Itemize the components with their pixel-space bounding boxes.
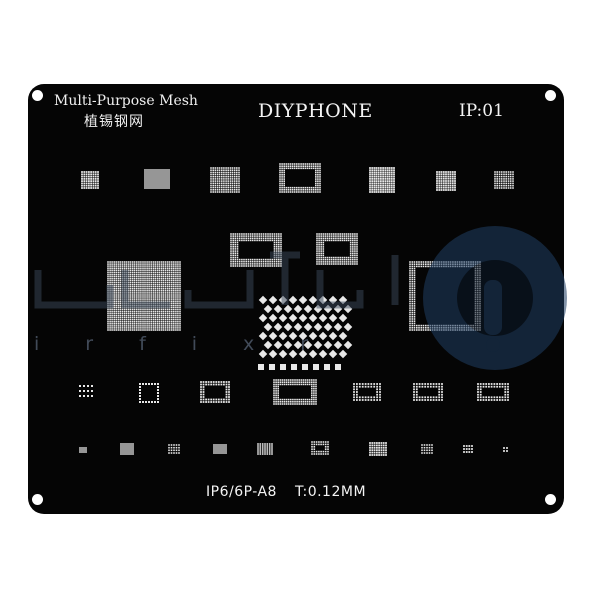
model-label: IP6/6P-A8	[206, 484, 277, 500]
chip-footprint-11	[258, 295, 353, 370]
chip-footprint-12	[79, 385, 93, 397]
chip-footprint-24	[311, 441, 329, 455]
chip-footprint-4	[369, 167, 395, 193]
chip-footprint-2	[210, 167, 240, 193]
chip-footprint-19	[79, 447, 87, 453]
stencil-subtitle-cn: 植锡钢网	[84, 114, 144, 130]
chip-footprint-26	[421, 444, 433, 454]
mounting-hole-top-left	[32, 90, 43, 101]
chip-footprint-15	[273, 379, 317, 405]
chip-footprint-22	[213, 444, 227, 454]
chip-footprint-6	[494, 171, 514, 189]
mounting-hole-top-right	[545, 90, 556, 101]
chip-footprint-27	[463, 445, 473, 453]
chip-footprint-20	[120, 443, 134, 455]
chip-footprint-23	[257, 443, 273, 455]
chip-footprint-18	[477, 383, 509, 401]
chip-footprint-layer	[79, 163, 514, 456]
chip-footprint-7	[230, 233, 282, 267]
mounting-hole-bottom-left	[32, 494, 43, 505]
chip-footprint-28	[503, 447, 508, 452]
stencil-title: Multi-Purpose Mesh	[54, 93, 198, 109]
chip-footprint-17	[413, 383, 443, 401]
chip-footprint-21	[168, 444, 180, 454]
model-line: IP6/6P-A8 T:0.12MM	[206, 484, 384, 500]
solder-stencil-plate: Multi-Purpose Mesh 植锡钢网 DIYPHONE IP:01 I…	[28, 84, 564, 514]
chip-footprint-9	[107, 261, 181, 331]
chip-footprint-5	[436, 171, 456, 191]
chip-footprint-8	[316, 233, 358, 265]
brand-label: DIYPHONE	[258, 100, 373, 122]
chip-footprint-3	[279, 163, 321, 193]
chip-footprint-1	[144, 169, 170, 189]
chip-footprint-13	[139, 383, 159, 403]
chip-footprint-10	[409, 261, 481, 331]
chip-footprint-16	[353, 383, 381, 401]
chip-footprint-25	[369, 442, 387, 456]
chip-footprint-14	[200, 381, 230, 403]
ip-label: IP:01	[459, 101, 504, 121]
mounting-hole-bottom-right	[545, 494, 556, 505]
thickness-label: T:0.12MM	[294, 484, 367, 500]
chip-footprint-0	[81, 171, 99, 189]
